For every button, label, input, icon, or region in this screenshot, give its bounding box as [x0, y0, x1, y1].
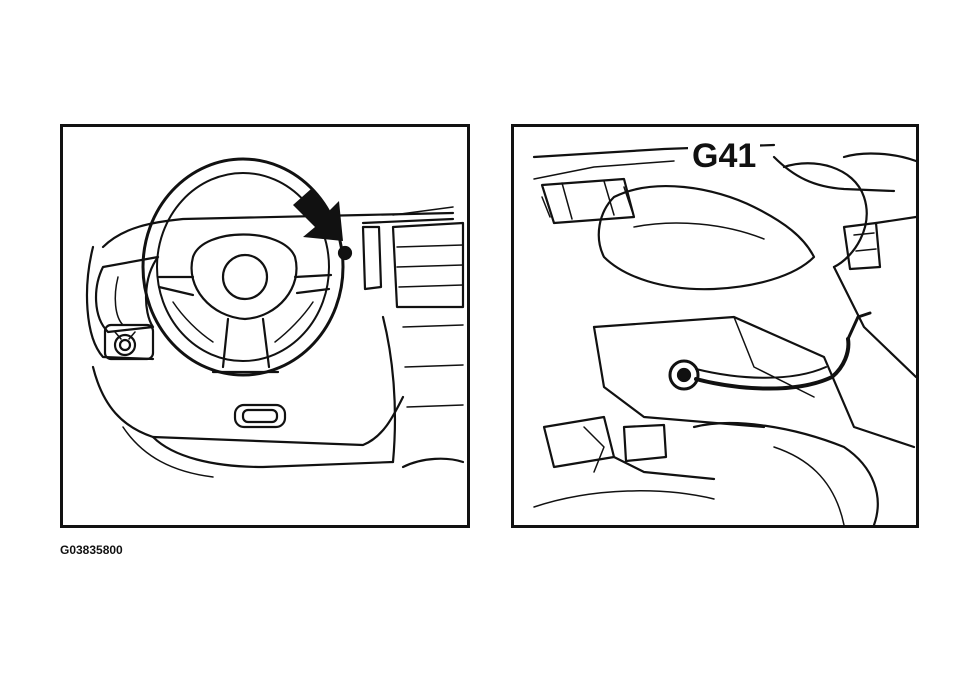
ground-point-marker [337, 245, 353, 261]
handle-shape [233, 403, 287, 429]
ground-wire [694, 337, 851, 391]
dashboard-overview-panel [60, 124, 470, 528]
horn-emblem [221, 253, 269, 301]
ground-detail-panel: G41 [511, 124, 919, 528]
figure-id-text: G03835800 [60, 543, 123, 557]
ground-callout-label: G41 [688, 137, 761, 176]
ground-detail-illustration [532, 143, 916, 525]
connector-shape [842, 221, 882, 271]
arrow-down-right-icon [293, 189, 343, 241]
steering-wheel-rim [141, 157, 345, 377]
dashboard-illustration [85, 157, 465, 478]
harness-bundle [597, 184, 816, 291]
ground-bolt [668, 359, 700, 391]
light-switch-shape [103, 323, 155, 361]
steering-wheel-hub [190, 233, 298, 321]
